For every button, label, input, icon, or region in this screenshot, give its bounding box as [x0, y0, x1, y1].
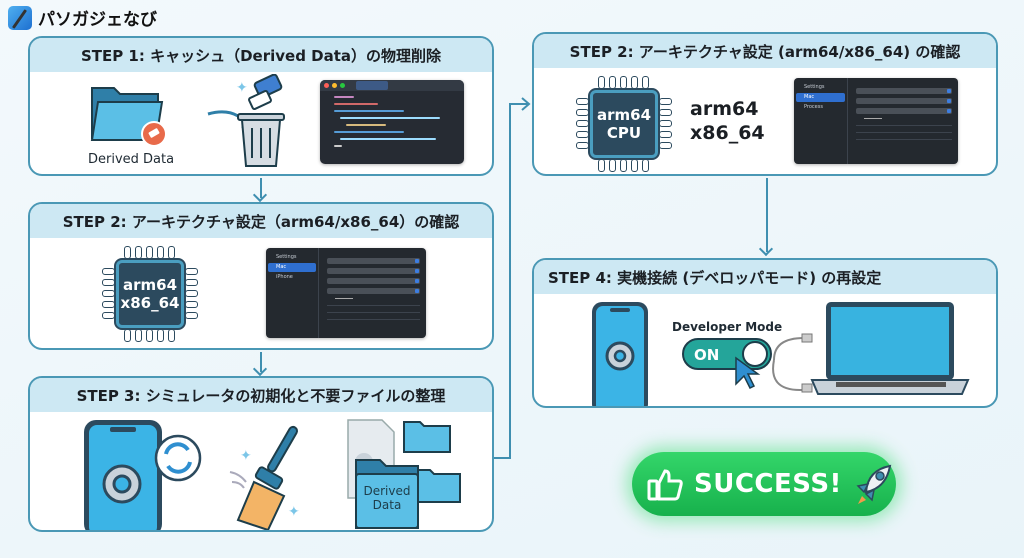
- chip-pin: [102, 312, 115, 319]
- chip-pin: [631, 159, 638, 172]
- chip-pin: [102, 290, 115, 297]
- chip-pin: [620, 159, 627, 172]
- step3-title: STEP 3: シミュレータの初期化と不要ファイルの整理: [30, 378, 492, 412]
- settings-item-selected: Mac: [796, 93, 846, 102]
- settings-item: Process: [804, 104, 823, 110]
- chip-pin: [124, 329, 131, 342]
- settings-item: Settings: [276, 254, 297, 260]
- chip-pin: [102, 268, 115, 275]
- svg-text:✦: ✦: [236, 80, 248, 96]
- chip-pin: [185, 290, 198, 297]
- code-tab: [356, 81, 388, 90]
- step2-right-card: STEP 2: アーキテクチャ設定 (arm64/x86_64) の確認 arm…: [532, 32, 998, 176]
- chip-line2: x86_64: [120, 294, 180, 312]
- chip-pin: [609, 76, 616, 89]
- settings-window: Settings Mac iPhone: [266, 248, 426, 338]
- chip-pin: [576, 120, 589, 127]
- step2-left-title: STEP 2: アーキテクチャ設定（arm64/x86_64）の確認: [30, 204, 492, 238]
- chip-pin: [185, 312, 198, 319]
- developer-mode-label: Developer Mode: [672, 320, 783, 334]
- step2-right-title: STEP 2: アーキテクチャ設定 (arm64/x86_64) の確認: [534, 34, 996, 68]
- xcode-icon: [8, 5, 32, 30]
- flow-arrow-2-3: [260, 352, 262, 372]
- chip-pin: [146, 329, 153, 342]
- chip-pin: [609, 159, 616, 172]
- derived-data-label: Derived Data: [88, 152, 175, 167]
- thumbs-up-icon: [647, 469, 683, 501]
- chip-pin: [135, 329, 142, 342]
- trash-icon: ✦: [236, 74, 285, 167]
- chip-pin: [576, 109, 589, 116]
- step1-title: STEP 1: キャッシュ（Derived Data）の物理削除: [30, 38, 492, 72]
- toggle-on-label: ON: [694, 346, 720, 364]
- brand-name: パソガジェなび: [38, 10, 157, 30]
- success-badge: SUCCESS!: [632, 452, 896, 516]
- folder-label-line1: Derived: [363, 484, 411, 498]
- arch-list: arm64 x86_64: [690, 98, 765, 146]
- chip-pin: [185, 268, 198, 275]
- flow-connector-3-to-2: [494, 97, 531, 459]
- chip-pin: [102, 301, 115, 308]
- step4-title: STEP 4: 実機接続 (デベロッパモード) の再設定: [534, 260, 996, 294]
- chip-pin: [102, 279, 115, 286]
- chip-pin: [659, 142, 672, 149]
- chip-pin: [576, 98, 589, 105]
- chip-pin: [168, 329, 175, 342]
- chip-pin: [631, 76, 638, 89]
- svg-text:✦: ✦: [288, 504, 300, 520]
- chip-pin: [598, 159, 605, 172]
- flow-arrow-1-2: [260, 178, 262, 198]
- chip-pin: [659, 131, 672, 138]
- chip-pin: [168, 246, 175, 259]
- chip-pin: [135, 246, 142, 259]
- phone-gear-icon: [84, 420, 202, 530]
- chip-line1: arm64: [596, 106, 652, 124]
- phone-gear-icon: [592, 302, 648, 406]
- code-editor-window: [320, 80, 464, 164]
- chip-pin: [146, 246, 153, 259]
- laptop-icon: [772, 302, 970, 395]
- files-icon: [347, 419, 461, 529]
- settings-item: iPhone: [276, 274, 293, 280]
- cpu-chip-icon: arm64 CPU: [576, 76, 672, 172]
- folder-icon: [90, 87, 167, 147]
- step1-card: STEP 1: キャッシュ（Derived Data）の物理削除 Derived…: [28, 36, 494, 176]
- step4-card: STEP 4: 実機接続 (デベロッパモード) の再設定 Developer M…: [532, 258, 998, 408]
- broom-icon: ✦ ✦: [229, 425, 300, 530]
- cpu-chip-icon: arm64 x86_64: [102, 246, 198, 342]
- step2-left-card: STEP 2: アーキテクチャ設定（arm64/x86_64）の確認 arm64…: [28, 202, 494, 350]
- chip-pin: [598, 76, 605, 89]
- chip-pin: [659, 98, 672, 105]
- step3-card: STEP 3: シミュレータの初期化と不要ファイルの整理 ✦ ✦: [28, 376, 494, 532]
- cursor-icon: [735, 356, 761, 390]
- chip-pin: [185, 301, 198, 308]
- arch-x86_64: x86_64: [690, 121, 765, 144]
- brand: パソガジェなび: [8, 5, 157, 30]
- settings-item: Settings: [804, 84, 825, 90]
- settings-item-selected: Mac: [268, 263, 316, 272]
- arch-arm64: arm64: [690, 98, 759, 120]
- chip-pin: [185, 279, 198, 286]
- chip-line2: CPU: [606, 124, 642, 142]
- success-label: SUCCESS!: [694, 469, 842, 499]
- chip-pin: [642, 76, 649, 89]
- toggle-knob: [742, 341, 768, 367]
- derived-data-folder-label: Derived Data: [356, 484, 418, 513]
- chip-pin: [124, 246, 131, 259]
- chip-pin: [576, 142, 589, 149]
- rocket-icon: [856, 464, 892, 504]
- chip-pin: [157, 329, 164, 342]
- svg-text:✦: ✦: [240, 448, 252, 464]
- flow-arrow-2-4: [766, 178, 768, 252]
- settings-window: Settings Mac Process: [794, 78, 958, 164]
- chip-line1: arm64: [122, 276, 178, 294]
- chip-pin: [659, 109, 672, 116]
- chip-pin: [659, 120, 672, 127]
- developer-mode-toggle[interactable]: ON: [682, 338, 772, 370]
- chip-pin: [642, 159, 649, 172]
- chip-pin: [157, 246, 164, 259]
- folder-label-line2: Data: [372, 498, 402, 513]
- chip-pin: [620, 76, 627, 89]
- chip-pin: [576, 131, 589, 138]
